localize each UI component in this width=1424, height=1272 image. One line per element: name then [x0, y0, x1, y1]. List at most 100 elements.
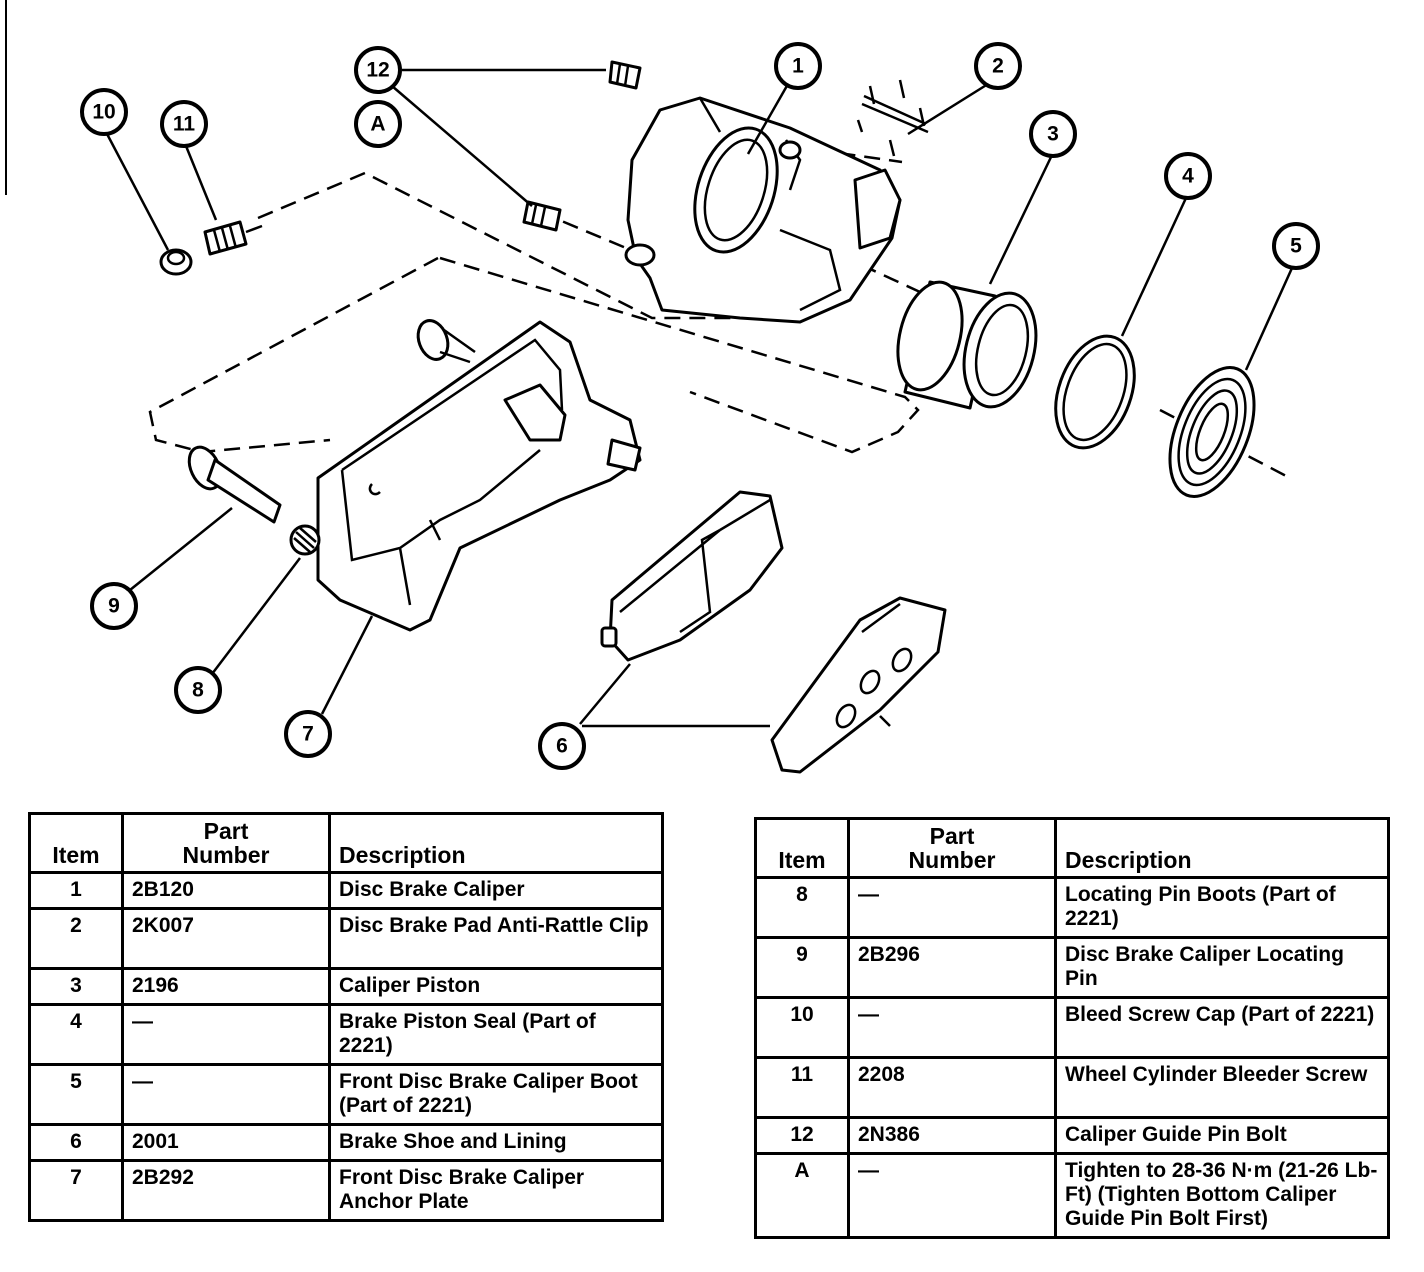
item-cell: 4	[28, 1003, 124, 1066]
part-number-cell: 2208	[847, 1056, 1057, 1119]
header-item: Item	[28, 812, 124, 874]
svg-text:3: 3	[1047, 123, 1059, 146]
description-cell: Bleed Screw Cap (Part of 2221)	[1054, 996, 1390, 1059]
header-part-number-line2: Number	[908, 847, 996, 873]
table-header-row: Item Part Number Description	[28, 812, 664, 874]
table-row: 6 2001 Brake Shoe and Lining	[28, 1123, 664, 1162]
description-cell: Brake Shoe and Lining	[328, 1123, 664, 1162]
item-cell: 2	[28, 907, 124, 970]
part-number-cell: 2B120	[121, 871, 331, 910]
part-number-cell: 2B292	[121, 1159, 331, 1222]
callout-2: 2	[974, 42, 1022, 90]
table-row: 1 2B120 Disc Brake Caliper	[28, 871, 664, 910]
table-row: 5 — Front Disc Brake Caliper Boot (Part …	[28, 1063, 664, 1126]
svg-text:6: 6	[556, 735, 568, 758]
svg-text:10: 10	[92, 101, 115, 124]
header-part-number-line2: Number	[182, 842, 270, 868]
item-cell: 1	[28, 871, 124, 910]
table-row: 3 2196 Caliper Piston	[28, 967, 664, 1006]
leader-lines	[104, 68, 1294, 728]
header-description: Description	[328, 812, 664, 874]
callout-9: 9	[90, 582, 138, 630]
table-row: 9 2B296 Disc Brake Caliper Locating Pin	[754, 936, 1390, 999]
svg-text:5: 5	[1290, 235, 1302, 258]
brake-shoe-outer	[770, 596, 947, 774]
table-row: A — Tighten to 28-36 N·m (21-26 Lb-Ft) (…	[754, 1152, 1390, 1239]
callout-6: 6	[538, 722, 586, 770]
callout-1: 1	[774, 42, 822, 90]
part-number-cell: —	[121, 1003, 331, 1066]
svg-text:2: 2	[992, 55, 1004, 78]
item-cell: 3	[28, 967, 124, 1006]
header-part-number: Part Number	[121, 812, 331, 874]
anchor-plate	[316, 320, 642, 632]
brake-piston-seal	[1054, 334, 1136, 450]
svg-text:7: 7	[302, 723, 314, 746]
brake-caliper-exploded-diagram: 1 2 3 4 5 6 7 8 9 10 11 12 A	[5, 0, 1320, 774]
description-cell: Brake Piston Seal (Part of 2221)	[328, 1003, 664, 1066]
part-number-cell: 2001	[121, 1123, 331, 1162]
callout-a: A	[354, 100, 402, 148]
table-row: 7 2B292 Front Disc Brake Caliper Anchor …	[28, 1159, 664, 1222]
table-row: 10 — Bleed Screw Cap (Part of 2221)	[754, 996, 1390, 1059]
part-number-cell: —	[847, 1152, 1057, 1239]
caliper-guide-pin-bolt-upper	[608, 60, 642, 90]
parts-table-left: Item Part Number Description 1 2B120 Dis…	[28, 812, 664, 1222]
svg-text:1: 1	[792, 55, 804, 78]
anti-rattle-clip	[856, 79, 929, 157]
table-row: 4 — Brake Piston Seal (Part of 2221)	[28, 1003, 664, 1066]
description-cell: Front Disc Brake Caliper Anchor Plate	[328, 1159, 664, 1222]
item-cell: 6	[28, 1123, 124, 1162]
description-cell: Disc Brake Pad Anti-Rattle Clip	[328, 907, 664, 970]
description-cell: Locating Pin Boots (Part of 2221)	[1054, 876, 1390, 939]
brake-shoe-inner	[600, 490, 784, 662]
callout-5: 5	[1272, 222, 1320, 270]
item-cell: 7	[28, 1159, 124, 1222]
table-row: 12 2N386 Caliper Guide Pin Bolt	[754, 1116, 1390, 1155]
description-cell: Disc Brake Caliper	[328, 871, 664, 910]
table-row: 2 2K007 Disc Brake Pad Anti-Rattle Clip	[28, 907, 664, 970]
description-cell: Front Disc Brake Caliper Boot (Part of 2…	[328, 1063, 664, 1126]
callout-4: 4	[1164, 152, 1212, 200]
table-header-row: Item Part Number Description	[754, 817, 1390, 879]
table-row: 11 2208 Wheel Cylinder Bleeder Screw	[754, 1056, 1390, 1119]
header-part-number-line1: Part	[203, 818, 249, 844]
caliper-piston	[896, 280, 1038, 410]
part-number-cell: —	[847, 996, 1057, 1059]
description-cell: Caliper Piston	[328, 967, 664, 1006]
part-number-cell: 2B296	[847, 936, 1057, 999]
caliper-locating-pin	[187, 445, 282, 524]
part-number-cell: 2196	[121, 967, 331, 1006]
part-number-cell: 2K007	[121, 907, 331, 970]
item-cell: 5	[28, 1063, 124, 1126]
item-cell: 8	[754, 876, 850, 939]
callout-7: 7	[284, 710, 332, 758]
svg-text:12: 12	[366, 59, 389, 82]
header-part-number-line1: Part	[929, 823, 975, 849]
callout-8: 8	[174, 666, 222, 714]
callout-10: 10	[80, 88, 128, 136]
header-item: Item	[754, 817, 850, 879]
item-cell: 11	[754, 1056, 850, 1119]
item-cell: A	[754, 1152, 850, 1239]
svg-text:4: 4	[1182, 165, 1194, 188]
part-number-cell: 2N386	[847, 1116, 1057, 1155]
caliper-guide-pin-bolt-lower	[522, 200, 562, 232]
bleed-screw-cap	[159, 248, 193, 276]
callout-12: 12	[354, 46, 402, 94]
item-cell: 12	[754, 1116, 850, 1155]
description-cell: Wheel Cylinder Bleeder Screw	[1054, 1056, 1390, 1119]
item-cell: 9	[754, 936, 850, 999]
svg-text:8: 8	[192, 679, 204, 702]
part-number-cell: —	[121, 1063, 331, 1126]
svg-text:A: A	[370, 113, 385, 136]
description-cell: Disc Brake Caliper Locating Pin	[1054, 936, 1390, 999]
locating-pin-boot	[289, 524, 321, 556]
caliper-boot	[1168, 366, 1256, 498]
anchor-upper-pin	[416, 319, 476, 364]
callout-3: 3	[1029, 110, 1077, 158]
header-description: Description	[1054, 817, 1390, 879]
bleeder-screw	[203, 220, 263, 256]
svg-text:9: 9	[108, 595, 120, 618]
part-number-cell: —	[847, 876, 1057, 939]
